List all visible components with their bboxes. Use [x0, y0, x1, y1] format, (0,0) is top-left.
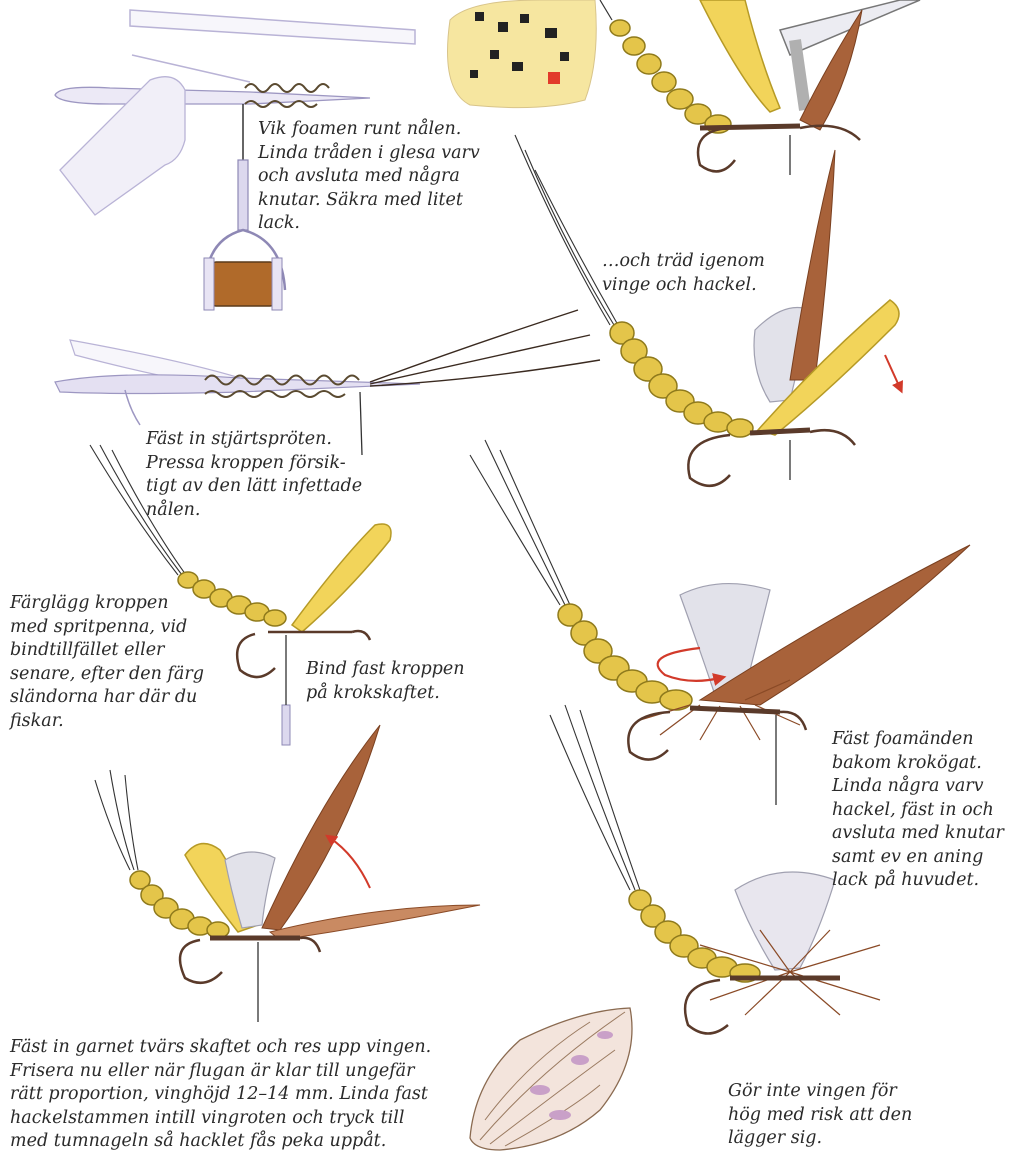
caption-step1: Vik foamen runt nålen. Linda tråden i gl… [258, 118, 480, 236]
step-wing-illustration [95, 725, 480, 1022]
caption-wing: Fäst in garnet tvärs skaftet och res upp… [10, 1036, 431, 1154]
caption-bind-body: Bind fast kroppen på krokskaftet. [306, 658, 465, 705]
caption-color-body: Färglägg kroppen med spritpenna, vid bin… [10, 592, 204, 733]
caption-thread-through: …och träd igenom vinge och hackel. [602, 250, 765, 297]
mayfly-wing-illustration [470, 1008, 632, 1150]
step-finished-illustration [550, 705, 880, 1034]
step-threaded-illustration [515, 135, 900, 486]
caption-hackle: Fäst foamänden bakom krokögat. Linda någ… [832, 728, 1004, 893]
step-top-right-illustration [600, 0, 920, 175]
foam-sheet-illustration [448, 0, 597, 108]
caption-warning: Gör inte vingen för hög med risk att den… [728, 1080, 912, 1151]
caption-tail: Fäst in stjärtspröten. Pressa kroppen fö… [146, 428, 362, 522]
